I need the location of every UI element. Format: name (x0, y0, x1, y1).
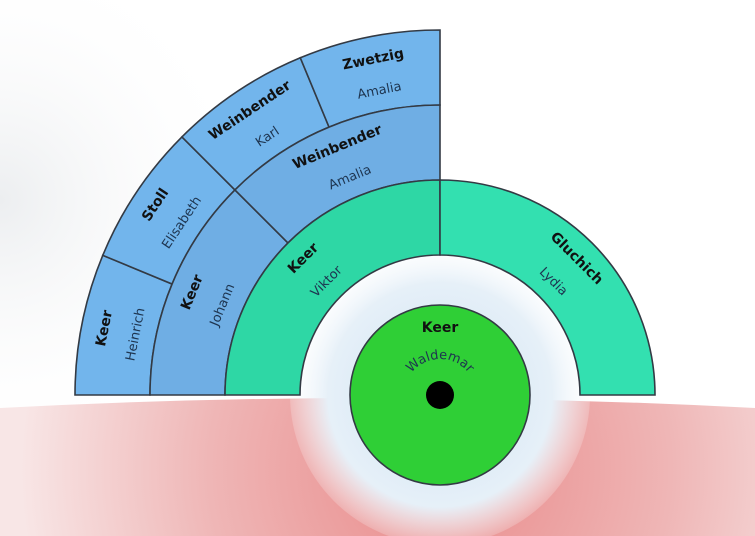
parent-sector-2[interactable] (439, 179, 656, 396)
root-surname: Keer (422, 320, 459, 336)
parent-sector-1[interactable] (224, 179, 441, 396)
ancestor-surname: Keer (93, 309, 116, 348)
center-dot (426, 381, 454, 409)
